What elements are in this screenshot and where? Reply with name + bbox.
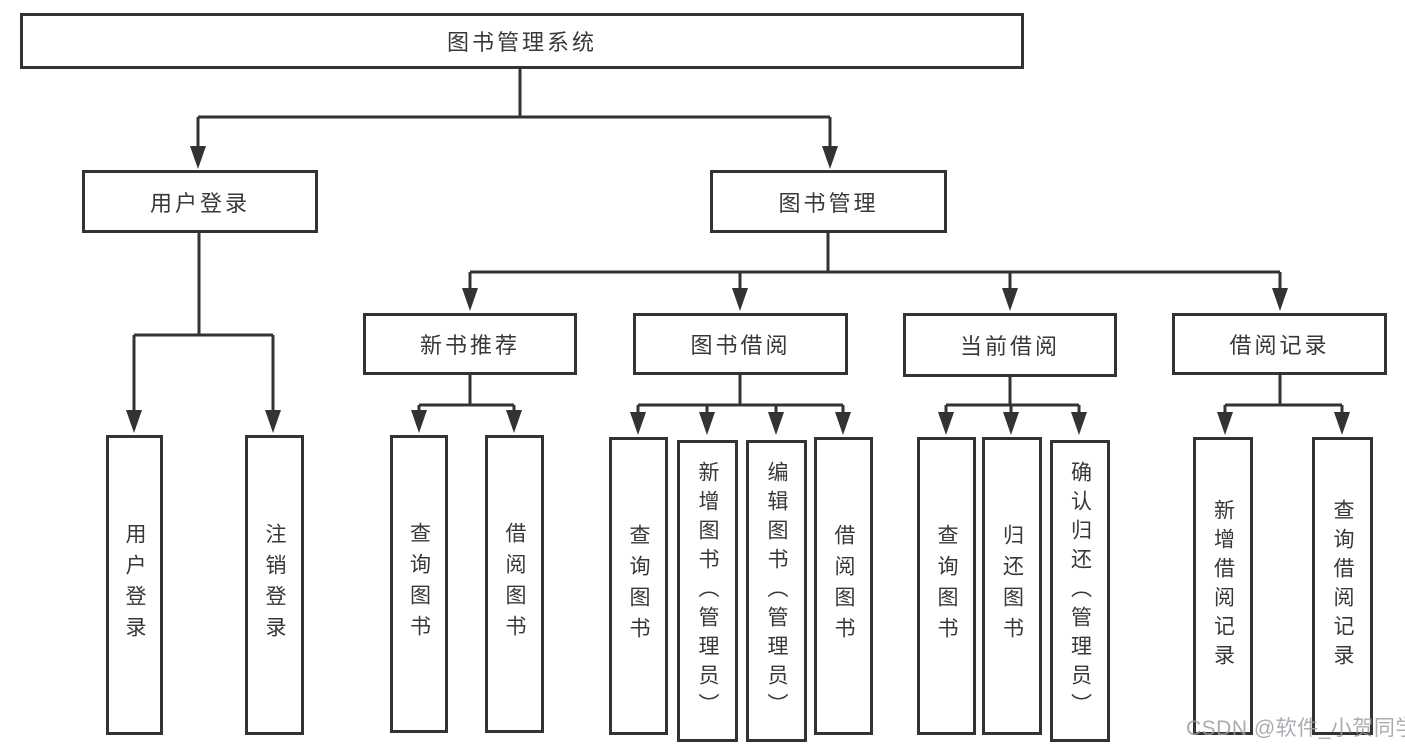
leaf-logout: 注销登录: [245, 435, 304, 735]
leaf-current-confirm-return-admin: 确认归还（管理员）: [1050, 440, 1110, 742]
node-current-borrowing: 当前借阅: [903, 313, 1117, 377]
leaf-current-query-books: 查询图书: [917, 437, 976, 735]
leaf-recommend-query-books: 查询图书: [390, 435, 448, 733]
node-user-login: 用户登录: [82, 170, 318, 233]
leaf-borrow-query-books: 查询图书: [609, 437, 668, 735]
leaf-borrow-add-books-admin: 新增图书（管理员）: [677, 440, 738, 742]
leaf-user-login: 用户登录: [106, 435, 163, 735]
node-new-book-recommend: 新书推荐: [363, 313, 577, 375]
leaf-borrow-borrow-books: 借阅图书: [814, 437, 873, 735]
csdn-watermark: CSDN @软件_小贺同学: [1186, 717, 1405, 740]
node-book-management: 图书管理: [710, 170, 947, 233]
node-root: 图书管理系统: [20, 13, 1024, 69]
leaf-records-add-record: 新增借阅记录: [1193, 437, 1253, 735]
node-borrowing-records: 借阅记录: [1172, 313, 1387, 375]
arrowheads: [126, 146, 1350, 435]
leaf-records-query-record: 查询借阅记录: [1312, 437, 1373, 735]
leaf-current-return-books: 归还图书: [982, 437, 1042, 735]
leaf-borrow-edit-books-admin: 编辑图书（管理员）: [746, 440, 807, 742]
leaf-recommend-borrow-books: 借阅图书: [485, 435, 544, 733]
node-book-borrowing: 图书借阅: [633, 313, 848, 375]
